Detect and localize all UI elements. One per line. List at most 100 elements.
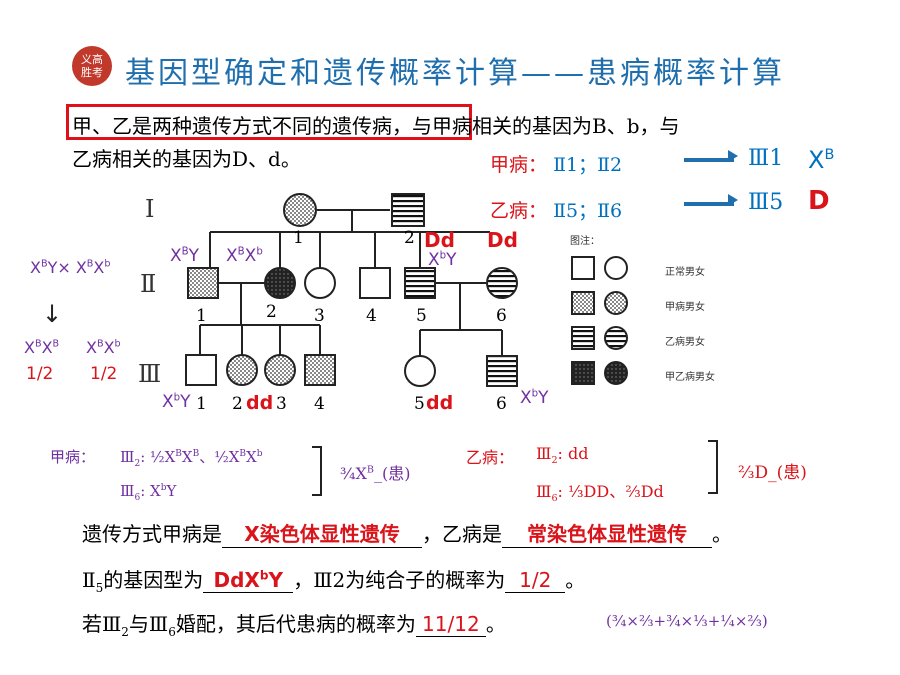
intro-line-2: 乙病相关的基因为D、d。 — [72, 147, 301, 171]
annot-III5-dd: dd — [426, 392, 454, 414]
arrow-icon — [684, 158, 734, 162]
intro-line-1: 甲、乙是两种遗传方式不同的遗传病，与甲病相关的基因为B、b，与 — [72, 110, 680, 139]
arrow-icon — [684, 202, 734, 206]
gen-label-III: Ⅲ — [138, 360, 162, 388]
gen3-num-4: 4 — [314, 394, 325, 414]
legend-jiayi: 甲乙病男女 — [665, 372, 715, 383]
pedigree-II4 — [359, 267, 391, 299]
legend-symbols — [571, 256, 628, 385]
pedigree-III4 — [304, 354, 336, 386]
jia-calc-result: ¾XB_(患) — [340, 464, 411, 483]
q1-answer-2: 常染色体显性遗传 — [502, 518, 712, 548]
yi-result: D — [808, 186, 830, 216]
gen3-num-1: 1 — [196, 394, 207, 414]
q1-middle: ，乙病是 — [422, 522, 502, 546]
annot-II5-geno: XbY — [428, 250, 457, 270]
annot-III1-geno: XbY — [162, 392, 191, 412]
q2-end: 。 — [565, 568, 586, 592]
jia-calc-line1: Ⅲ2: ½XBXB、½XBXb — [120, 448, 263, 469]
jia-brace — [312, 446, 322, 496]
q1-answer-1: X染色体显性遗传 — [222, 518, 422, 548]
gen-label-II: Ⅱ — [140, 270, 157, 298]
pedigree-II1 — [187, 267, 219, 299]
q3-answer-text: 11/12 — [422, 612, 480, 636]
logo: 义高 胜考 — [72, 46, 112, 86]
jia-label: 甲病： — [490, 154, 548, 176]
q1-answer-2-text: 常染色体显性遗传 — [527, 522, 687, 546]
yi-rhs: Ⅲ5 — [748, 190, 784, 215]
gen2-num-1: 1 — [196, 306, 207, 326]
pedigree-III2 — [226, 354, 258, 386]
pedigree-II3 — [304, 267, 336, 299]
legend-jia: 甲病男女 — [665, 302, 705, 313]
legend-normal: 正常男女 — [665, 267, 705, 278]
gen1-num-1: 1 — [293, 228, 304, 248]
question-1: 遗传方式甲病是 X染色体显性遗传 ，乙病是 常染色体显性遗传 。 — [82, 518, 732, 548]
pedigree-III6 — [486, 355, 518, 387]
gen-label-I: Ⅰ — [145, 195, 155, 223]
annot-II2-geno: XBXb — [226, 246, 263, 266]
gen2-num-2: 2 — [266, 302, 277, 322]
q3-calc: (¾×⅔+¾×⅓+¼×⅔) — [606, 612, 768, 630]
pedigree-II5 — [404, 267, 436, 299]
pedigree-chart — [185, 193, 518, 387]
logo-text: 义高 胜考 — [81, 53, 103, 79]
q1-prefix: 遗传方式甲病是 — [82, 522, 222, 546]
q2-answer-2: 1/2 — [505, 568, 566, 593]
yi-label: 乙病： — [490, 200, 548, 222]
q3-answer: 11/12 — [415, 612, 486, 637]
jia-result: XB — [808, 146, 834, 174]
jia-calc-line2: Ⅲ6: XbY — [120, 482, 177, 503]
jia-result-sup: B — [824, 147, 835, 163]
yi-calc-line2: Ⅲ6: ⅓DD、⅔Dd — [536, 482, 664, 505]
gen2-num-6: 6 — [496, 306, 507, 326]
annot-I2-Dd: Dd — [424, 228, 455, 252]
q1-end: 。 — [712, 522, 732, 546]
jia-lhs: Ⅱ1；Ⅱ2 — [553, 154, 623, 176]
q2-answer-1: DdXbY — [203, 568, 294, 593]
pedigree-III1 — [185, 354, 217, 386]
annot-III6-geno: XbY — [520, 388, 549, 408]
gen1-num-2: 2 — [404, 228, 415, 248]
jia-calc-label: 甲病： — [50, 448, 96, 466]
pedigree-III5 — [404, 355, 436, 387]
yi-calc-label: 乙病： — [466, 448, 515, 467]
annot-II5-Dd: Dd — [487, 228, 518, 252]
highlight-box — [66, 104, 472, 140]
annot-III2-dd: dd — [246, 392, 274, 414]
gen2-num-3: 3 — [314, 306, 325, 326]
pedigree-II6 — [486, 267, 518, 299]
jia-reasoning: 甲病： Ⅱ1；Ⅱ2 — [490, 150, 622, 177]
pedigree-III3 — [264, 354, 296, 386]
q1-answer-1-text: X染色体显性遗传 — [244, 522, 400, 546]
page-title: 基因型确定和遗传概率计算——患病概率计算 — [125, 56, 785, 91]
pedigree-I2 — [391, 193, 425, 227]
pedigree-II2 — [264, 267, 296, 299]
cross-parents: XBY× XBXb — [30, 258, 111, 277]
yi-calc-result: ⅔D_(患) — [738, 463, 807, 483]
pedigree-I1 — [283, 193, 317, 227]
arrow-head-icon — [728, 194, 738, 206]
gen3-num-2: 2 — [232, 394, 243, 414]
gen3-num-5: 5 — [414, 394, 425, 414]
cross-prob-1: 1/2 — [26, 364, 54, 384]
jia-result-text: X — [808, 146, 825, 174]
yi-calc-line1: Ⅲ2: dd — [536, 444, 589, 467]
intro-rest-text: ，与甲病相关的基因为B、b，与 — [392, 114, 680, 138]
arrow-head-icon — [728, 150, 738, 162]
annot-II1-geno: XBY — [170, 246, 200, 266]
yi-reasoning: 乙病： Ⅱ5；Ⅱ6 — [490, 196, 622, 223]
gen3-num-3: 3 — [276, 394, 287, 414]
legend-title: 图注： — [570, 236, 600, 247]
legend-yi: 乙病男女 — [665, 337, 705, 348]
yi-lhs: Ⅱ5；Ⅱ6 — [553, 200, 623, 222]
intro-boxed-text: 甲、乙是两种遗传方式不同的遗传病 — [72, 114, 392, 138]
cross-offspring-1: XBXB — [24, 338, 60, 357]
cross-offspring-2: XBXb — [86, 338, 121, 357]
gen2-num-4: 4 — [366, 306, 377, 326]
gen2-num-5: 5 — [416, 306, 427, 326]
q2-answer-2-text: 1/2 — [519, 568, 552, 592]
q2-middle: ，Ⅲ2为纯合子的概率为 — [293, 568, 506, 592]
